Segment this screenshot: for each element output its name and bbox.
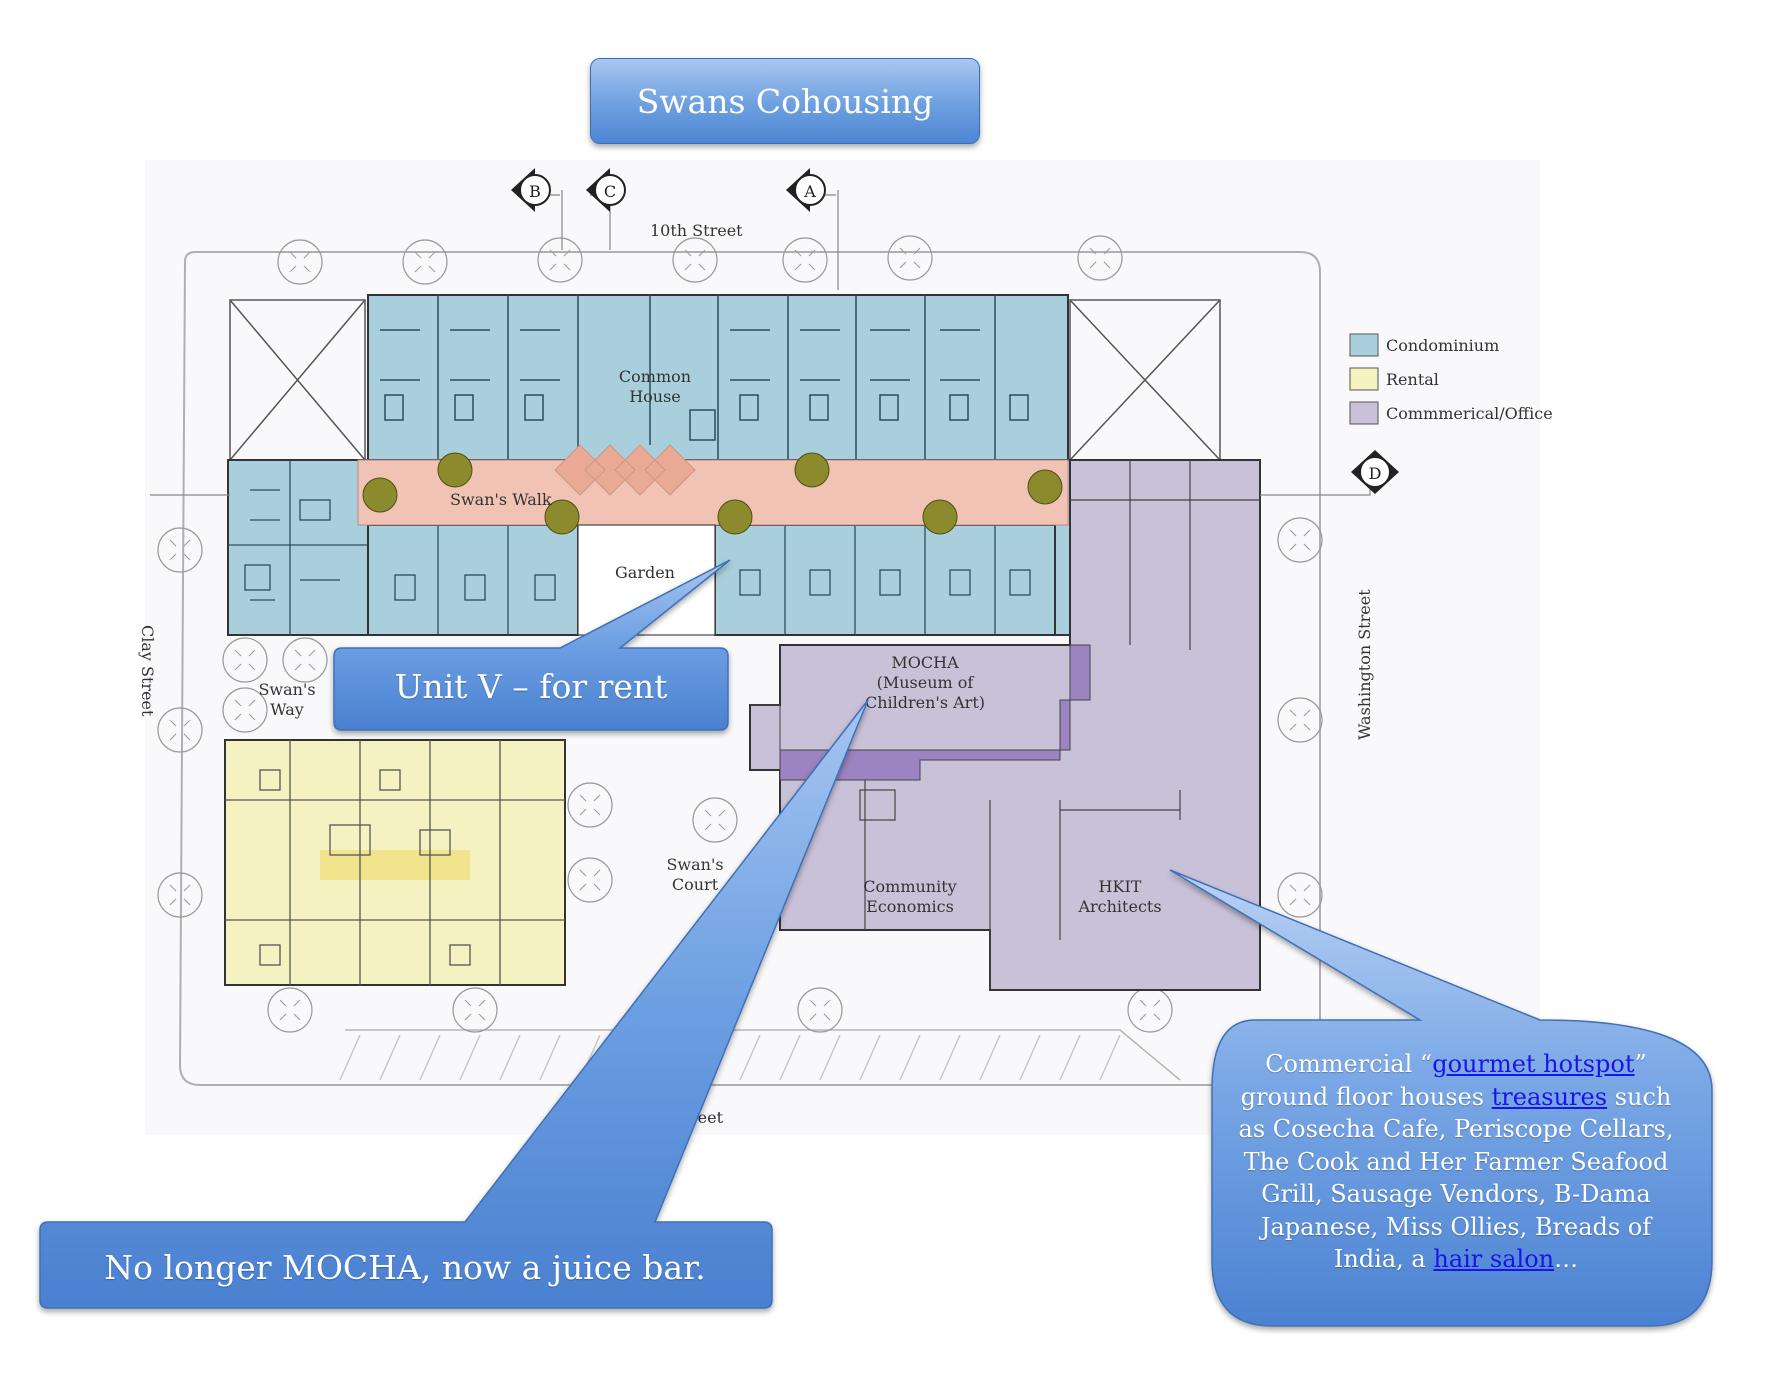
marker-d-label: D (1369, 464, 1382, 483)
common-house-label-1: Common (619, 367, 691, 386)
rental-block (224, 739, 566, 986)
condominium-south-wing (367, 459, 1071, 636)
section-markers: B C A D (510, 167, 1399, 494)
commercial-text-3: such as Cosecha Cafe, Periscope Cellars,… (1238, 1082, 1674, 1274)
mocha-label-3: Children's Art) (865, 693, 985, 712)
commercial-text-2: ” ground floor houses (1240, 1050, 1647, 1111)
mocha-callout-shape (39, 699, 869, 1309)
corridor-trees (362, 452, 1063, 535)
treasures-link[interactable]: treasures (1491, 1082, 1608, 1111)
legend-swatch-rental (1349, 367, 1379, 391)
hkit-label-2: Architects (1077, 897, 1161, 916)
swans-walk-label: Swan's Walk (450, 490, 552, 509)
street-label-right: Washington Street (1355, 589, 1374, 740)
page-title: Swans Cohousing (590, 58, 980, 144)
common-house-label-2: House (629, 387, 681, 406)
unit-v-callout-text: Unit V – for rent (394, 666, 668, 706)
commercial-callout-shape (1169, 869, 1713, 1327)
street-label-left: Clay Street (138, 625, 157, 717)
legend-swatch-condominium (1349, 333, 1379, 357)
condominium-west-block (227, 459, 369, 636)
mocha-callout-text: No longer MOCHA, now a juice bar. (104, 1247, 706, 1287)
legend: Condominium Rental Commmerical/Office (1349, 333, 1553, 425)
legend-label-commercial: Commmerical/Office (1386, 404, 1553, 423)
marker-a-label: A (803, 182, 816, 201)
swans-court-label-2: Court (672, 875, 719, 894)
legend-swatch-commercial (1349, 401, 1379, 425)
condominium-north-wing (367, 294, 1069, 461)
legend-label-condominium: Condominium (1386, 336, 1499, 355)
gourmet-hotspot-link[interactable]: gourmet hotspot (1432, 1050, 1635, 1078)
corridor-diamond-pattern (554, 444, 696, 496)
hair-salon-link[interactable]: hair salon (1433, 1245, 1555, 1273)
swans-court-label-1: Swan's (666, 855, 723, 874)
community-economics-label-1: Community (863, 877, 956, 896)
community-economics-label-2: Economics (866, 897, 954, 916)
garden-label: Garden (615, 563, 675, 582)
marker-c-label: C (604, 182, 616, 201)
commercial-text-4: … (1554, 1245, 1579, 1273)
unit-v-callout-shape (333, 559, 731, 731)
marker-b-label: B (529, 182, 541, 201)
swans-way-label-1: Swan's (258, 680, 315, 699)
legend-label-rental: Rental (1386, 370, 1439, 389)
street-label-top: 10th Street (650, 221, 743, 240)
hkit-label-1: HKIT (1099, 877, 1142, 896)
commercial-area (749, 459, 1261, 991)
commercial-callout-text: Commercial “gourmet hotspot” ground floo… (1226, 1048, 1686, 1276)
mocha-label-1: MOCHA (891, 653, 959, 672)
swans-way-label-2: Way (270, 700, 304, 719)
mocha-label-2: (Museum of (877, 673, 975, 692)
commercial-text-1: Commercial “ (1265, 1050, 1433, 1078)
